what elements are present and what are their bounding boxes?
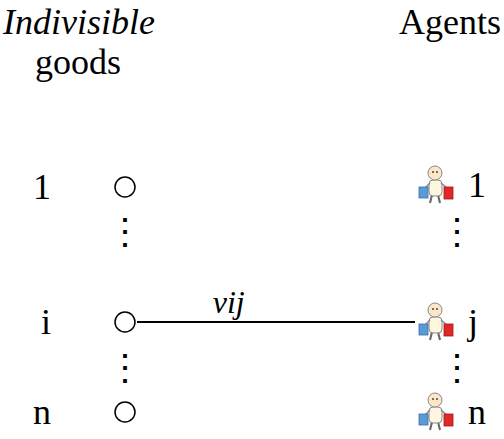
column-heading: Agents xyxy=(399,4,501,40)
good-node: n xyxy=(33,394,137,430)
agent-icon xyxy=(418,165,454,205)
agent-icon xyxy=(418,392,454,432)
column-heading: goods xyxy=(35,44,121,80)
node-number: j xyxy=(468,304,478,340)
column-heading: Indivisible xyxy=(3,4,155,40)
ellipsis-dots: ⋮ xyxy=(107,350,143,386)
edge-label: vij xyxy=(213,286,245,318)
assignment-line xyxy=(137,321,415,323)
good-circle xyxy=(113,400,137,424)
ellipsis-dots: ⋮ xyxy=(439,214,475,250)
good-node: i xyxy=(41,304,137,340)
good-circle xyxy=(113,310,137,334)
node-number: 1 xyxy=(468,167,486,203)
good-node: 1 xyxy=(33,169,137,205)
ellipsis-dots: ⋮ xyxy=(439,350,475,386)
node-number: n xyxy=(468,394,486,430)
good-circle xyxy=(113,175,137,199)
agent-node: 1 xyxy=(418,165,486,205)
agent-node: j xyxy=(418,302,478,342)
node-number: i xyxy=(41,304,51,340)
node-number: n xyxy=(33,394,51,430)
node-number: 1 xyxy=(33,169,51,205)
ellipsis-dots: ⋮ xyxy=(107,214,143,250)
agent-node: n xyxy=(418,392,486,432)
agent-icon xyxy=(418,302,454,342)
